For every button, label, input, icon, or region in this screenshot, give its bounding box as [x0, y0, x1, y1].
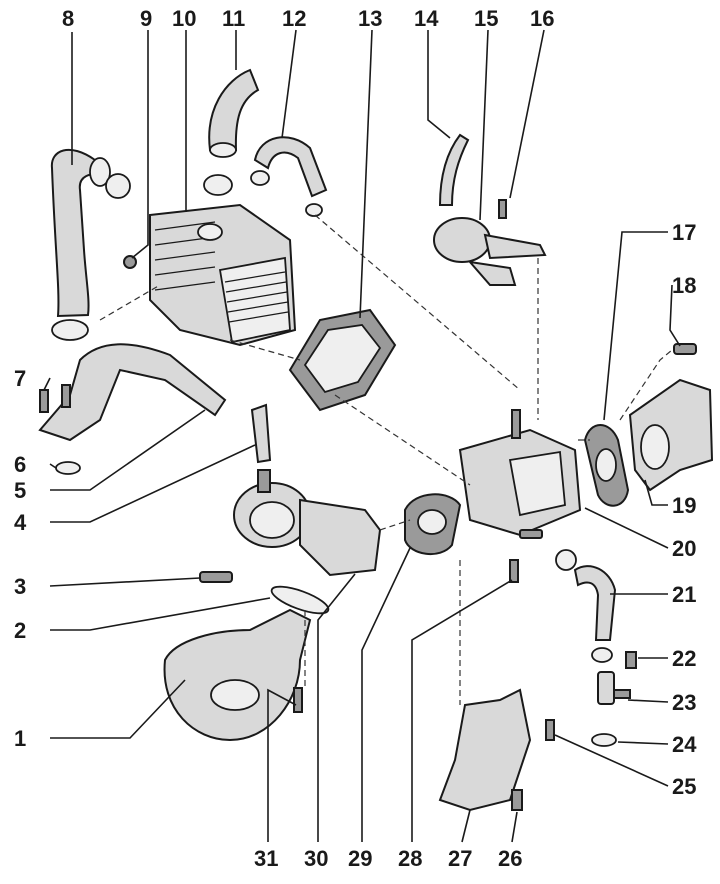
part-13-gasket: [288, 308, 397, 412]
part-31-bolt: [293, 687, 303, 713]
part-clamp-8: [51, 173, 131, 341]
callout-29: 29: [348, 846, 372, 871]
callout-16: 16: [530, 6, 554, 31]
callout-7: 7: [14, 366, 26, 391]
part-19-pipe: [628, 378, 714, 492]
part-1-pipe: [163, 608, 312, 742]
part-18-bolt: [673, 343, 697, 355]
part-25-screw: [545, 719, 555, 741]
callout-28: 28: [398, 846, 422, 871]
part-21-hose: [555, 549, 617, 663]
callout-22: 22: [672, 646, 696, 671]
part-9-bolt: [123, 255, 137, 269]
callout-10: 10: [172, 6, 196, 31]
part-3-bolt: [199, 571, 233, 583]
callout-6: 6: [14, 452, 26, 477]
callout-25: 25: [672, 774, 696, 799]
part-12-hose: [250, 136, 328, 217]
callout-24: 24: [672, 732, 697, 757]
part-26-bolt: [511, 789, 523, 811]
part-27-bracket: [438, 688, 532, 812]
part-29-gasket: [404, 493, 462, 556]
part-14-hose: [438, 133, 470, 206]
callout-21: 21: [672, 582, 696, 607]
assembly-guide-lines: [99, 214, 673, 705]
part-10-egr-cooler: [149, 203, 297, 347]
part-23-connector: [597, 671, 631, 705]
part-17-gasket: [583, 424, 630, 507]
part-16-screw: [498, 199, 507, 219]
callout-19: 19: [672, 493, 696, 518]
callout-12: 12: [282, 6, 306, 31]
callout-4: 4: [14, 510, 27, 535]
callout-26: 26: [498, 846, 522, 871]
callout-14: 14: [414, 6, 439, 31]
part-30-egr-valve: [233, 469, 382, 577]
callout-27: 27: [448, 846, 472, 871]
callout-numbers: 8 9 10 11 12 13 14 15 16 17 18 19 20 21 …: [14, 6, 697, 871]
callout-1: 1: [14, 726, 26, 751]
callout-9: 9: [140, 6, 152, 31]
part-20-housing: [458, 409, 582, 537]
leader-lines: [43, 29, 681, 843]
callout-18: 18: [672, 273, 696, 298]
part-2-gasket: [270, 585, 330, 615]
callout-17: 17: [672, 220, 696, 245]
callout-15: 15: [474, 6, 498, 31]
part-28-bolt: [509, 529, 543, 583]
part-22-bolt: [625, 651, 637, 669]
callout-5: 5: [14, 478, 26, 503]
callout-8: 8: [62, 6, 74, 31]
part-6-ring: [55, 461, 81, 475]
callout-2: 2: [14, 618, 26, 643]
callout-11: 11: [222, 6, 245, 31]
callout-20: 20: [672, 536, 696, 561]
callout-30: 30: [304, 846, 328, 871]
part-15-actuator: [433, 217, 547, 286]
part-8-hose: [50, 149, 111, 318]
part-4-hose: [250, 403, 272, 464]
callout-23: 23: [672, 690, 696, 715]
part-5-bracket: [38, 343, 227, 442]
part-11-hose: [203, 68, 260, 196]
callout-3: 3: [14, 574, 26, 599]
callout-13: 13: [358, 6, 382, 31]
part-24-ring: [591, 733, 617, 747]
callout-31: 31: [254, 846, 278, 871]
